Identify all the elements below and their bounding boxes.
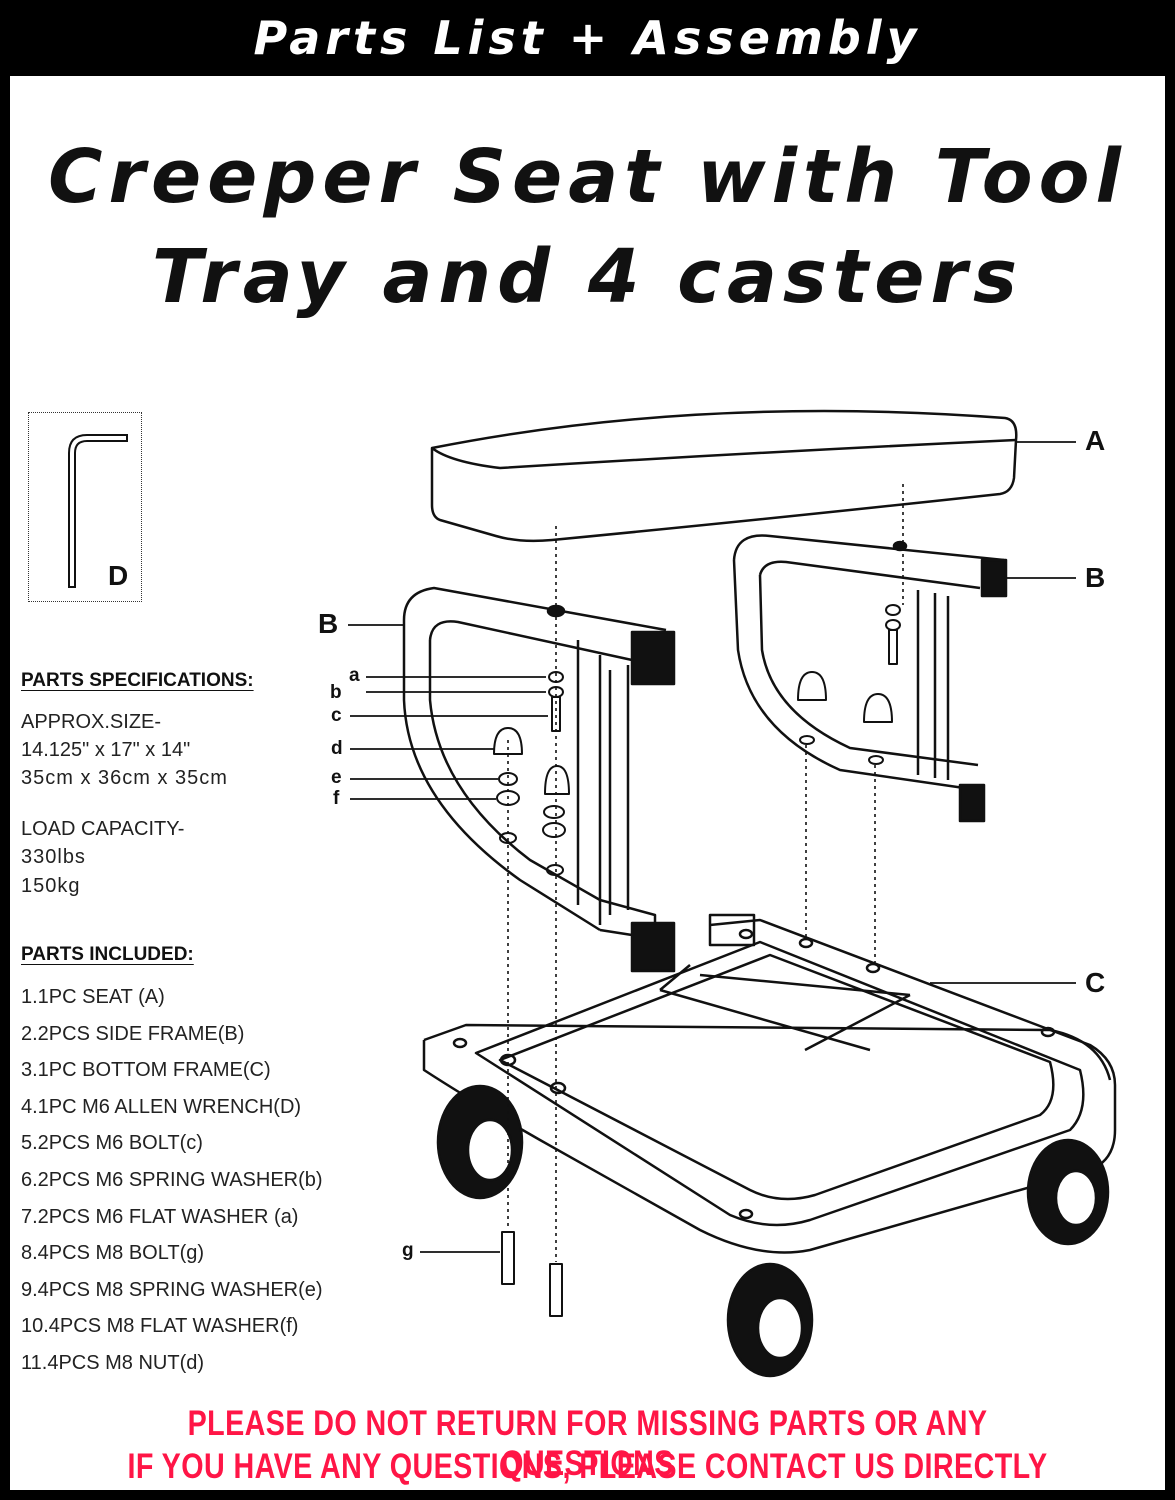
spec-load-label: LOAD CAPACITY-: [21, 818, 185, 840]
callout-spring-washer-b: b: [330, 682, 342, 703]
part-item: 4.1PC M6 ALLEN WRENCH(D): [21, 1095, 302, 1118]
caster-wheels: [436, 1084, 1110, 1378]
warning-line-1: PLEASE DO NOT RETURN FOR MISSING PARTS O…: [187, 1404, 988, 1483]
warning-line-2: IF YOU HAVE ANY QUESTIONS, PLEASE CONTAC…: [127, 1447, 1048, 1486]
callout-flat-washer-a: a: [349, 665, 360, 686]
part-item: 3.1PC BOTTOM FRAME(C): [21, 1059, 271, 1082]
callout-d-upper: D: [108, 560, 129, 591]
callout-bolt-c: c: [331, 705, 342, 726]
specs-heading: PARTS SPECIFICATIONS:: [21, 670, 254, 691]
parts-heading: PARTS INCLUDED:: [21, 944, 194, 965]
spec-load-kg: 150kg: [21, 875, 81, 897]
part-item: 9.4PCS M8 SPRING WASHER(e): [21, 1278, 323, 1301]
spec-load-lbs: 330lbs: [21, 846, 86, 868]
side-frame-right: [732, 534, 1008, 823]
part-item: 11.4PCS M8 NUT(d): [21, 1351, 205, 1374]
spec-size-inches: 14.125" x 17" x 14": [21, 739, 191, 761]
part-item: 8.4PCS M8 BOLT(g): [21, 1242, 205, 1265]
part-item: 10.4PCS M8 FLAT WASHER(f): [21, 1315, 299, 1338]
callout-seat-a: A: [1085, 425, 1106, 456]
allen-wrench-box: [28, 412, 142, 602]
banner-title: Parts List + Assembly: [253, 11, 922, 65]
part-item: 1.1PC SEAT (A): [21, 986, 165, 1008]
callout-bottom-frame-c: C: [1085, 967, 1106, 998]
bottom-frame-part: [422, 913, 1117, 1254]
alignment-guides: [507, 484, 904, 1262]
banner: Parts List + Assembly: [0, 0, 1175, 76]
callout-bolt-g: g: [402, 1240, 414, 1261]
allen-wrench-icon: [68, 434, 128, 588]
part-item: 6.2PCS M6 SPRING WASHER(b): [21, 1168, 323, 1191]
part-item: 2.2PCS SIDE FRAME(B): [21, 1022, 245, 1045]
callout-spring-washer-e: e: [331, 767, 342, 788]
callout-flat-washer-f: f: [333, 788, 340, 809]
parts-list: 1.1PC SEAT (A) 2.2PCS SIDE FRAME(B) 3.1P…: [21, 983, 323, 1386]
product-title-line1: Creeper Seat with Tool: [48, 134, 1127, 220]
callout-frame-b-left: B: [318, 608, 339, 639]
callout-frame-b-right: B: [1085, 562, 1106, 593]
spec-size-label: APPROX.SIZE-: [21, 711, 162, 733]
product-title-line2: Tray and 4 casters: [151, 234, 1024, 320]
diagram-sheet: [10, 76, 1165, 1490]
spec-size-cm: 35cm x 36cm x 35cm: [21, 767, 228, 789]
seat-part: [430, 409, 1018, 543]
part-item: 5.2PCS M6 BOLT(c): [21, 1132, 203, 1155]
leader-lines: [348, 441, 1076, 1253]
callout-nut-d: d: [331, 738, 343, 759]
part-item: 7.2PCS M6 FLAT WASHER (a): [21, 1205, 299, 1228]
